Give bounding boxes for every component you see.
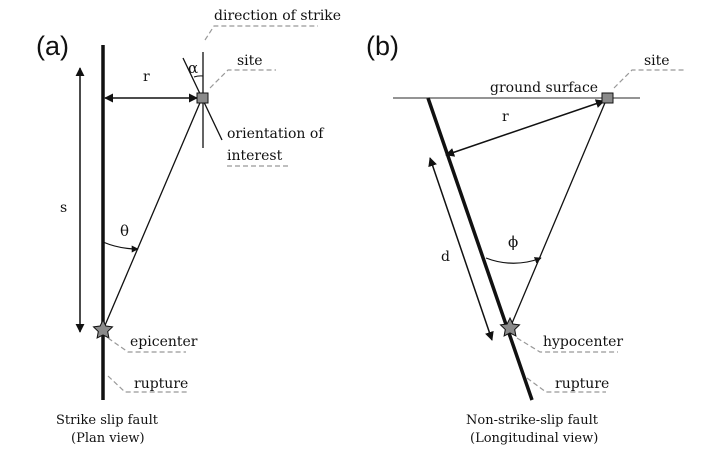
caption-b-line2: (Longitudinal view) [470, 431, 598, 446]
rupture-text-a: rupture [134, 376, 188, 392]
alpha-arc [193, 75, 204, 78]
caption-a-line2: (Plan view) [71, 431, 145, 446]
r-arrow-b [445, 99, 605, 157]
direction-of-strike-leader [204, 25, 318, 41]
caption-b-line1: Non-strike-slip fault [466, 413, 599, 428]
hypocenter-star [499, 316, 521, 337]
direction-of-strike-text: direction of strike [214, 8, 341, 24]
panel-a-label: (a) [36, 31, 69, 61]
site-marker-a [196, 92, 209, 104]
panel-b: (b) ground surface d r ϕ site hypocenter… [366, 31, 684, 446]
site-marker-b [601, 92, 614, 104]
ground-surface-text: ground surface [490, 80, 598, 96]
hypocenter-site-line [509, 97, 608, 329]
caption-a-line1: Strike slip fault [56, 413, 159, 428]
rupture-text-b: rupture [555, 376, 609, 392]
epicenter-star [92, 318, 114, 339]
rupture-leader-a [107, 375, 188, 393]
hypocenter-text: hypocenter [543, 334, 623, 350]
r-label-b: r [502, 109, 509, 125]
site-text-a: site [237, 53, 263, 69]
phi-arc [485, 257, 542, 264]
epicenter-leader [107, 337, 186, 353]
d-arrow [428, 157, 494, 341]
hypocenter-leader [516, 337, 618, 353]
theta-arc [102, 241, 139, 253]
orientation-text-line1: orientation of [227, 126, 325, 142]
orientation-text-line2: interest [227, 148, 283, 164]
r-label-a: r [143, 69, 150, 85]
site-leader-a [209, 69, 276, 89]
theta-label: θ [120, 222, 129, 240]
site-leader-b [613, 69, 684, 89]
epicenter-text: epicenter [130, 334, 198, 350]
alpha-label: α [188, 59, 198, 77]
s-label: s [60, 200, 67, 216]
panel-a: (a) s r α θ direction of strike site ori… [36, 8, 341, 446]
phi-label: ϕ [508, 233, 518, 251]
epicenter-site-line [102, 97, 203, 331]
panel-b-label: (b) [366, 31, 399, 61]
site-text-b: site [644, 53, 670, 69]
d-label: d [441, 249, 450, 265]
